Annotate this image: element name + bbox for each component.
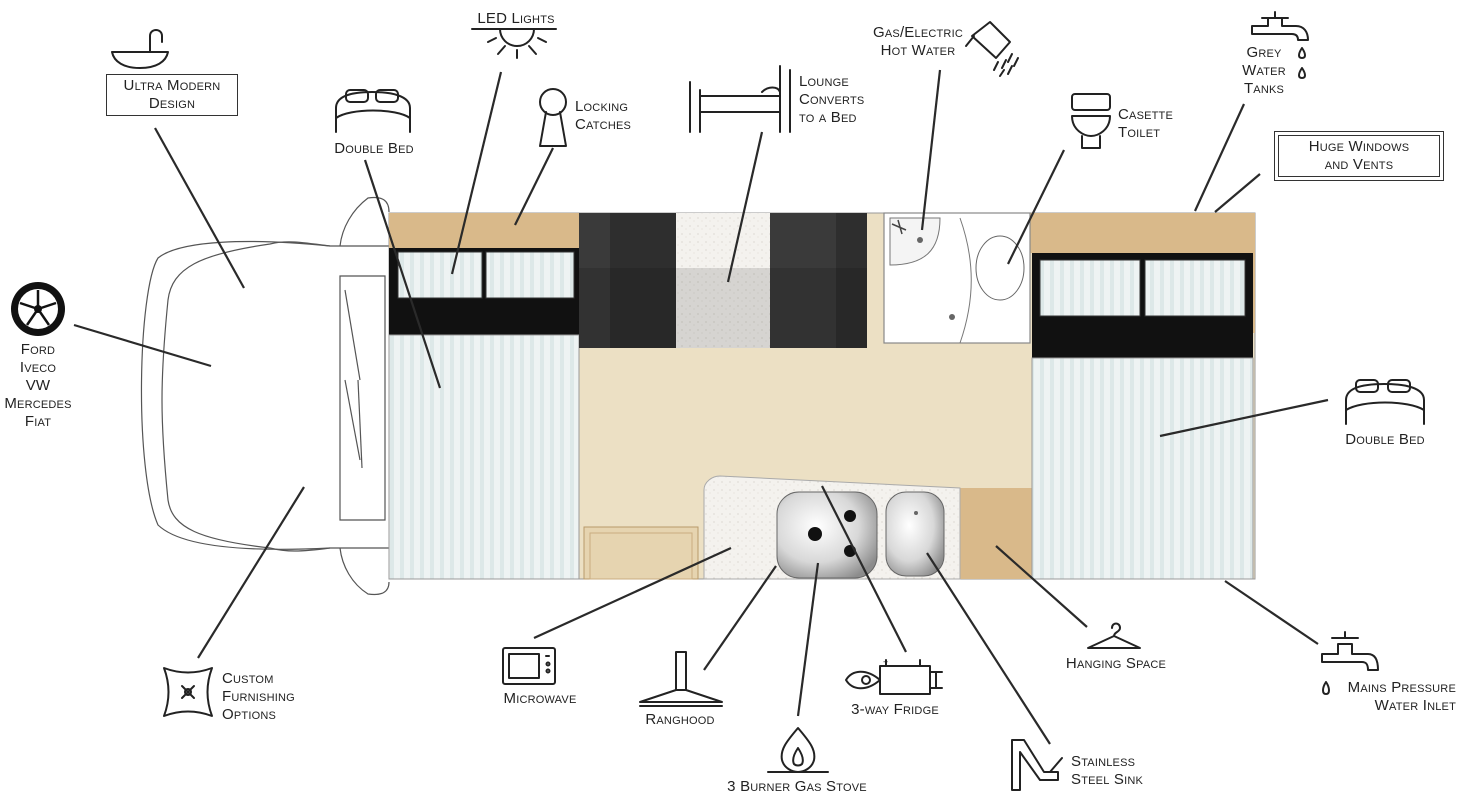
label-line: Options bbox=[222, 706, 277, 723]
label-line: LED Lights bbox=[477, 10, 555, 27]
label-locking-catches: Locking Catches bbox=[575, 98, 631, 134]
water-tap-icon bbox=[1321, 631, 1379, 695]
shower-icon bbox=[965, 21, 1019, 77]
label-line: Ultra Modern bbox=[123, 77, 221, 94]
label-double-bed-right: Double Bed bbox=[1336, 431, 1434, 449]
label-line: Hot Water bbox=[880, 42, 956, 59]
fridge-icon: + bbox=[845, 657, 943, 695]
label-line: Grey bbox=[1246, 44, 1282, 61]
label-line: Fiat bbox=[24, 413, 52, 430]
label-line: Water Inlet bbox=[1374, 697, 1456, 714]
label-line: VW bbox=[25, 377, 51, 394]
left-double-bed bbox=[388, 248, 580, 580]
label-line: Water bbox=[1242, 62, 1286, 79]
label-ultra-modern-design: Ultra Modern Design bbox=[106, 74, 238, 116]
label-line: Huge Windows bbox=[1308, 138, 1410, 155]
flame-icon bbox=[767, 727, 829, 773]
label-line: Casette bbox=[1118, 106, 1174, 123]
label-toilet: Casette Toilet bbox=[1118, 106, 1173, 142]
label-line: Ranghood bbox=[645, 711, 715, 728]
label-fridge: 3-way Fridge bbox=[840, 701, 950, 719]
label-line: Iveco bbox=[19, 359, 57, 376]
label-line: and Vents bbox=[1324, 156, 1394, 173]
sun-icon bbox=[471, 28, 557, 59]
label-line: Tanks bbox=[1243, 80, 1285, 97]
label-mains-pressure: Mains Pressure Water Inlet bbox=[1330, 679, 1456, 715]
label-line: to a Bed bbox=[799, 109, 857, 126]
bed-icon bbox=[1345, 379, 1425, 425]
keyhole-icon bbox=[539, 88, 567, 147]
label-grey-water: Grey Water Tanks bbox=[1236, 44, 1292, 98]
label-line: Locking bbox=[575, 98, 629, 115]
vehicle-cab bbox=[140, 196, 390, 596]
label-vehicles: Ford Iveco VW Mercedes Fiat bbox=[0, 341, 76, 431]
wheel-icon bbox=[11, 282, 65, 336]
leader-lines bbox=[73, 69, 1329, 745]
label-huge-windows: Huge Windows and Vents bbox=[1274, 131, 1444, 181]
label-line: Microwave bbox=[503, 690, 577, 707]
right-double-bed bbox=[1031, 253, 1254, 580]
tap-icon bbox=[1251, 11, 1309, 79]
label-line: Lounge bbox=[799, 73, 849, 90]
label-line: Toilet bbox=[1118, 124, 1161, 141]
label-line: Custom bbox=[222, 670, 274, 687]
label-line: 3 Burner Gas Stove bbox=[727, 778, 867, 795]
label-line: Mercedes bbox=[4, 395, 72, 412]
label-led-lights: LED Lights bbox=[464, 10, 568, 28]
lounge-seating bbox=[579, 213, 867, 348]
label-lounge: Lounge Converts to a Bed bbox=[799, 73, 864, 127]
label-line: Double Bed bbox=[1345, 431, 1425, 448]
label-line: Converts bbox=[799, 91, 865, 108]
label-custom-furnishing: Custom Furnishing Options bbox=[222, 670, 295, 724]
bed-icon bbox=[335, 89, 411, 133]
label-hanging-space: Hanging Space bbox=[1058, 655, 1174, 673]
label-hot-water: Gas/Electric Hot Water bbox=[866, 24, 970, 60]
label-sink: Stainless Steel Sink bbox=[1071, 753, 1143, 789]
label-line: Mains Pressure bbox=[1347, 679, 1456, 696]
bathroom bbox=[883, 212, 1031, 344]
label-double-bed-left: Double Bed bbox=[326, 140, 422, 158]
kitchen-bench bbox=[703, 475, 961, 580]
label-line: 3-way Fridge bbox=[851, 701, 939, 718]
hanger-icon bbox=[1087, 622, 1141, 649]
toilet-icon bbox=[1071, 93, 1111, 149]
label-line: Double Bed bbox=[334, 140, 414, 157]
rangehood-icon bbox=[639, 651, 723, 707]
svg-text:+: + bbox=[883, 657, 888, 667]
label-line: Stainless bbox=[1071, 753, 1136, 770]
label-microwave: Microwave bbox=[494, 690, 586, 708]
label-line: Furnishing bbox=[222, 688, 295, 705]
label-line: Hanging Space bbox=[1065, 655, 1167, 672]
faucet-icon bbox=[1011, 739, 1063, 791]
cushion-icon bbox=[163, 667, 213, 717]
microwave-icon bbox=[502, 647, 556, 685]
bunk-bed-icon bbox=[689, 65, 791, 133]
sink-icon bbox=[111, 29, 169, 69]
label-line: Gas/Electric bbox=[873, 24, 963, 41]
label-rangehood: Ranghood bbox=[632, 711, 728, 729]
label-line: Design bbox=[148, 95, 196, 112]
label-line: Steel Sink bbox=[1071, 771, 1144, 788]
label-line: Ford bbox=[20, 341, 56, 358]
label-stove: 3 Burner Gas Stove bbox=[716, 778, 878, 796]
label-line: Catches bbox=[575, 116, 632, 133]
